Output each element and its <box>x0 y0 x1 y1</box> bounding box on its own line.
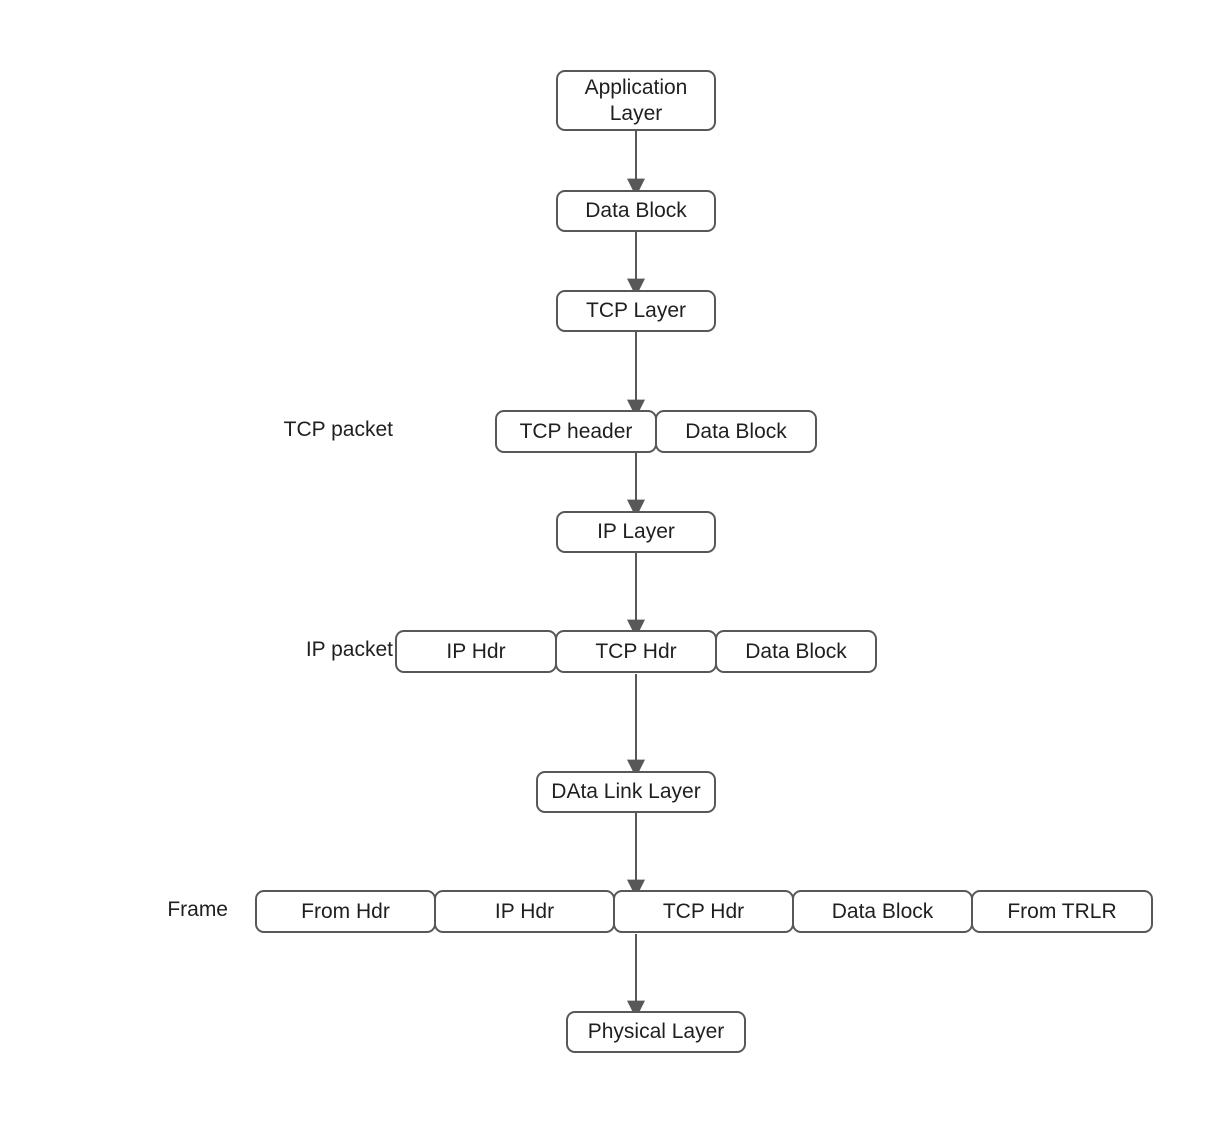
frame-row: From Hdr IP Hdr TCP Hdr Data Block From … <box>255 890 1157 933</box>
ip-packet-segment-data-block[interactable]: Data Block <box>715 630 877 673</box>
frame-segment-tcp-hdr[interactable]: TCP Hdr <box>613 890 794 933</box>
ip-packet-segment-ip-hdr[interactable]: IP Hdr <box>395 630 557 673</box>
row-label-tcp-packet: TCP packet <box>283 418 393 441</box>
row-label-ip-packet: IP packet <box>305 638 393 661</box>
frame-segment-from-hdr[interactable]: From Hdr <box>255 890 436 933</box>
node-application-layer[interactable]: Application Layer <box>556 70 716 131</box>
tcp-packet-segment-tcp-header[interactable]: TCP header <box>495 410 657 453</box>
node-tcp-layer[interactable]: TCP Layer <box>556 290 716 332</box>
node-ip-layer[interactable]: IP Layer <box>556 511 716 553</box>
node-data-block[interactable]: Data Block <box>556 190 716 232</box>
row-label-frame: Frame <box>167 898 228 921</box>
frame-segment-data-block[interactable]: Data Block <box>792 890 973 933</box>
ip-packet-segment-tcp-hdr[interactable]: TCP Hdr <box>555 630 717 673</box>
frame-segment-ip-hdr[interactable]: IP Hdr <box>434 890 615 933</box>
tcp-packet-row: TCP header Data Block <box>495 410 817 453</box>
frame-segment-from-trlr[interactable]: From TRLR <box>971 890 1153 933</box>
tcp-packet-segment-data-block[interactable]: Data Block <box>655 410 817 453</box>
ip-packet-row: IP Hdr TCP Hdr Data Block <box>395 630 877 673</box>
node-physical-layer[interactable]: Physical Layer <box>566 1011 746 1053</box>
node-data-link-layer[interactable]: DAta Link Layer <box>536 771 716 813</box>
